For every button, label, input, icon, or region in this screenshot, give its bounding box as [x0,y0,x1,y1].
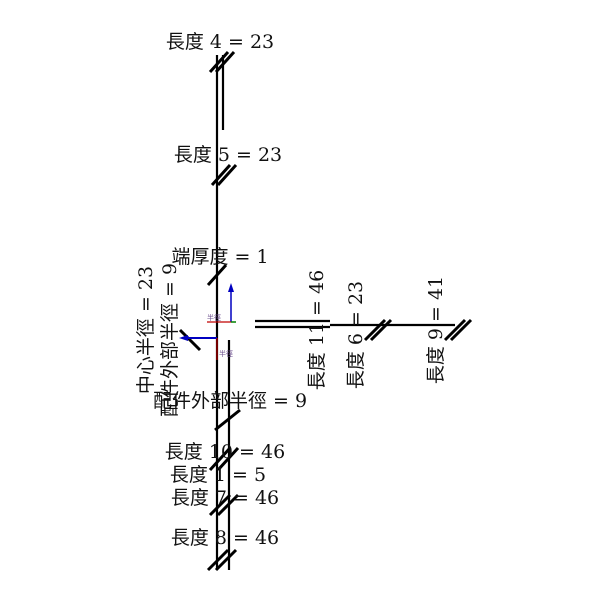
dimension-end-thickness[interactable]: 端厚度 = 1 [171,246,268,268]
parallel-mark-icon [443,318,467,342]
parallel-mark-icon [216,446,240,472]
parallel-mark-icon [214,548,238,572]
parallel-mark-icon [208,446,232,472]
dimension-length5[interactable]: 長度 5 = 23 [174,144,282,166]
dimension-length4[interactable]: 長度 4 = 23 [166,31,274,53]
dimension-length11[interactable]: 長度 11 = 46 [306,270,328,390]
parallel-mark-icon [206,548,230,572]
axis-label: 半徑 [219,349,233,358]
dimension-fitting-outer-radius[interactable]: 配件外部半徑 = 9 [153,390,307,412]
dimension-center-radius[interactable]: 中心半徑 = 23 [135,266,157,394]
parallel-mark-icon [214,50,236,74]
dimension-fitting-outer-radius-vertical[interactable]: 配件外部半徑 = 9 [159,263,181,417]
dimension-length10[interactable]: 長度 10 = 46 [165,441,285,463]
origin-axes: 半徑 半徑 [179,283,236,360]
dimension-length7[interactable]: 長度 7 = 46 [171,487,279,509]
parallel-mark-icon [208,493,232,517]
dimension-length8[interactable]: 長度 8 = 46 [171,527,279,549]
parallel-mark-icon [214,408,241,432]
parallel-mark-icon [216,163,238,187]
sketch-geometry [215,55,455,570]
parallel-mark-icon [178,328,202,352]
parallel-mark-icon [449,318,473,342]
parallel-mark-icon [363,318,387,342]
parallel-mark-icon [206,263,228,287]
parallel-mark-icon [216,493,240,517]
dimension-length9[interactable]: 長度 9 = 41 [425,276,447,384]
parallel-mark-icon [208,50,230,74]
parallel-mark-icon [210,163,232,187]
arrowhead-icon [179,335,188,341]
axis-label: 半徑 [207,313,221,322]
dimension-labels: 長度 4 = 23 長度 5 = 23 端厚度 = 1 中心半徑 = 23 配件… [135,31,447,549]
dimension-length1[interactable]: 長度 1 = 5 [170,464,266,486]
dimension-length6[interactable]: 長度 6 = 23 [345,281,367,389]
constraint-marks [178,50,473,572]
arrowhead-icon [228,283,234,292]
parallel-mark-icon [369,318,393,342]
